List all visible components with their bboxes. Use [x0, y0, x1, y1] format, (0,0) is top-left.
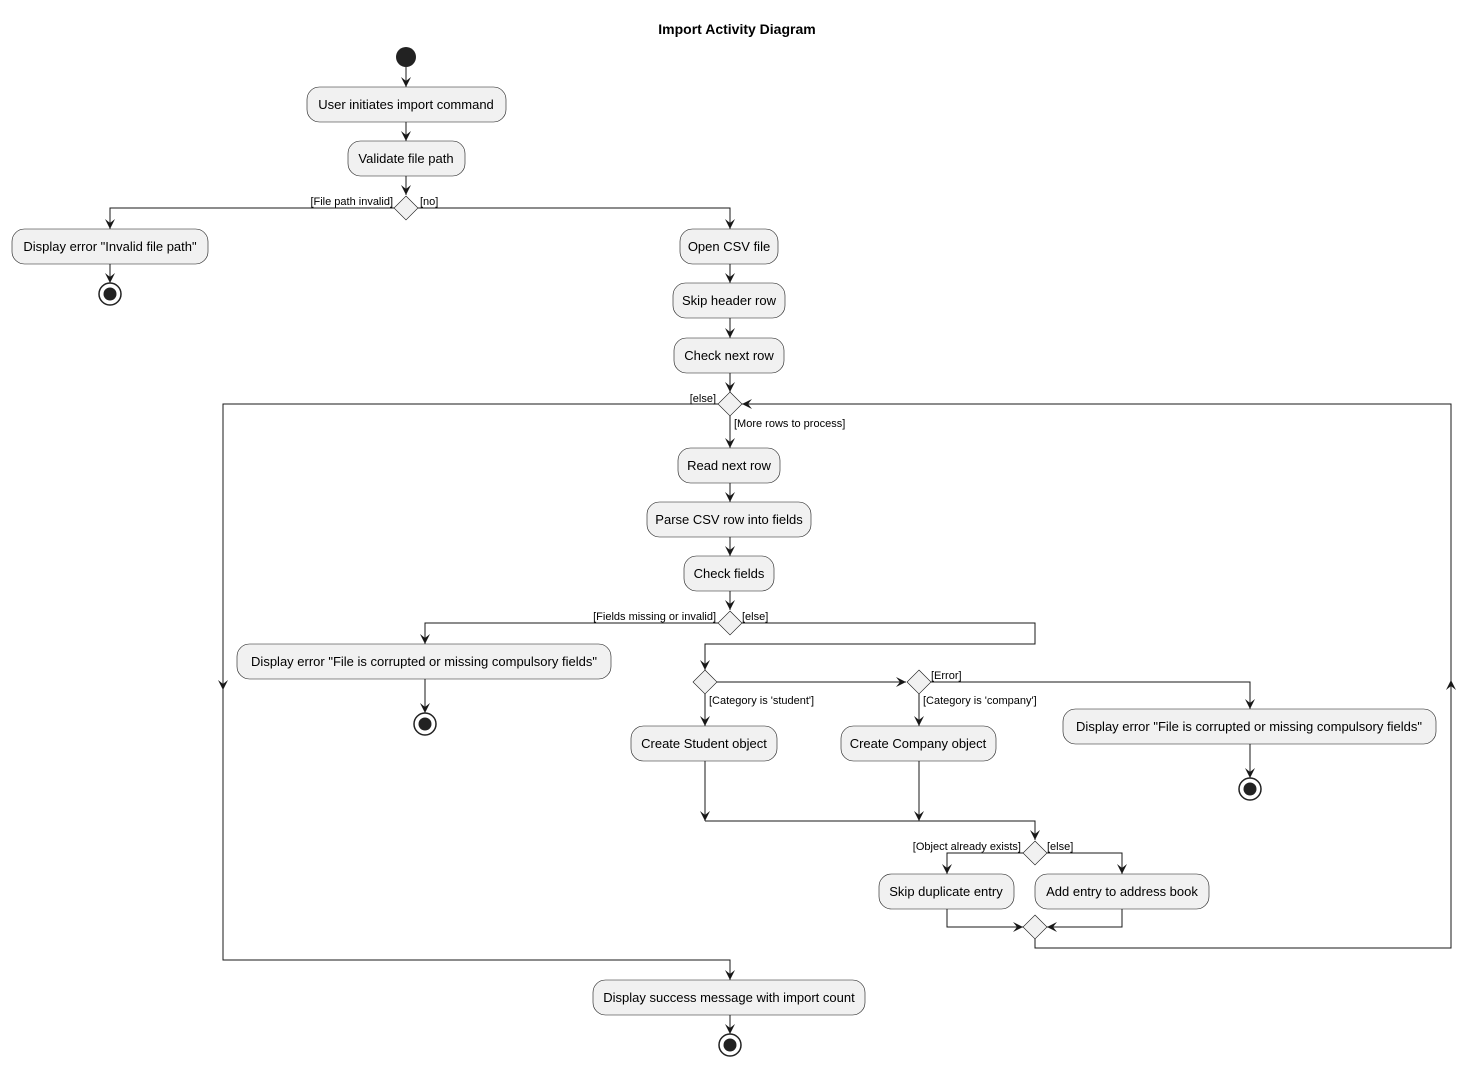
decision-fields-valid [717, 610, 743, 636]
edge-merge-to-exists-decision [705, 820, 1040, 840]
svg-text:Display error "File is corrupt: Display error "File is corrupted or miss… [251, 654, 597, 669]
svg-text:Open CSV file: Open CSV file [688, 239, 770, 254]
edge-loop-back [742, 399, 1452, 949]
diagram-title: Import Activity Diagram [658, 21, 815, 37]
end-node [98, 282, 122, 306]
edges [105, 67, 1456, 1034]
svg-text:Display error "Invalid file pa: Display error "Invalid file path" [23, 239, 197, 254]
action-parse-row: Parse CSV row into fields [646, 501, 812, 538]
decision-more-rows [717, 391, 743, 417]
guard-error: [Error] [931, 670, 962, 682]
svg-text:Display success message with i: Display success message with import coun… [603, 990, 855, 1005]
svg-text:Skip header row: Skip header row [682, 293, 777, 308]
action-error-corrupted-category: Display error "File is corrupted or miss… [1062, 708, 1437, 745]
guard-loop-else: [else] [690, 393, 716, 405]
action-add-entry: Add entry to address book [1034, 873, 1210, 910]
edge-exists-else [1047, 852, 1127, 874]
svg-text:Create Company object: Create Company object [850, 736, 987, 751]
action-check-fields: Check fields [683, 555, 775, 592]
action-read-next-row: Read next row [677, 447, 781, 484]
svg-text:Add entry to address book: Add entry to address book [1046, 884, 1198, 899]
action-check-next-row: Check next row [673, 337, 785, 374]
decision-object-exists [1022, 840, 1048, 866]
edge-loop-exit [222, 403, 735, 980]
guard-category-company: [Category is 'company'] [923, 695, 1037, 707]
decision-category-student [692, 669, 718, 695]
action-create-company: Create Company object [840, 725, 997, 762]
svg-text:Parse CSV row into fields: Parse CSV row into fields [655, 512, 803, 527]
edge-add-to-merge [1047, 909, 1123, 932]
action-validate-path: Validate file path [347, 140, 466, 177]
svg-text:Validate file path: Validate file path [358, 151, 453, 166]
guard-exists-else: [else] [1047, 841, 1073, 853]
end-node [413, 712, 437, 736]
edge-category-error [931, 681, 1255, 709]
decision-file-path [393, 195, 419, 221]
guard-more-rows: [More rows to process] [734, 418, 845, 430]
action-user-initiates: User initiates import command [306, 86, 507, 123]
edge-invalid-path [105, 207, 394, 229]
action-open-csv: Open CSV file [679, 228, 779, 265]
decision-category-company [906, 669, 932, 695]
merge-diamond [1022, 914, 1048, 940]
action-error-corrupted-fields: Display error "File is corrupted or miss… [236, 643, 612, 680]
edge-object-exists [942, 852, 1023, 874]
edge-fields-missing [420, 622, 718, 644]
start-node [396, 47, 416, 67]
guard-file-path-invalid: [File path invalid] [310, 196, 393, 208]
svg-text:Check next row: Check next row [684, 348, 774, 363]
end-node [1238, 777, 1262, 801]
guard-no: [no] [420, 196, 438, 208]
action-error-invalid-path: Display error "Invalid file path" [11, 228, 209, 265]
svg-text:Check fields: Check fields [694, 566, 765, 581]
svg-text:Create Student object: Create Student object [641, 736, 767, 751]
svg-text:User initiates import command: User initiates import command [318, 97, 494, 112]
guard-fields-else: [else] [742, 611, 768, 623]
edge-path-valid [418, 207, 735, 229]
action-skip-header: Skip header row [672, 282, 786, 319]
guard-fields-missing: [Fields missing or invalid] [593, 611, 716, 623]
svg-text:Display error "File is corrupt: Display error "File is corrupted or miss… [1076, 719, 1422, 734]
action-skip-duplicate: Skip duplicate entry [878, 873, 1015, 910]
action-success-message: Display success message with import coun… [592, 979, 866, 1016]
guard-object-exists: [Object already exists] [913, 841, 1021, 853]
svg-text:Skip duplicate entry: Skip duplicate entry [889, 884, 1003, 899]
edge-skip-to-merge [946, 909, 1023, 932]
action-create-student: Create Student object [630, 725, 778, 762]
guard-category-student: [Category is 'student'] [709, 695, 814, 707]
edge-fields-ok [700, 622, 1036, 670]
svg-text:Read next row: Read next row [687, 458, 771, 473]
end-node [718, 1033, 742, 1057]
